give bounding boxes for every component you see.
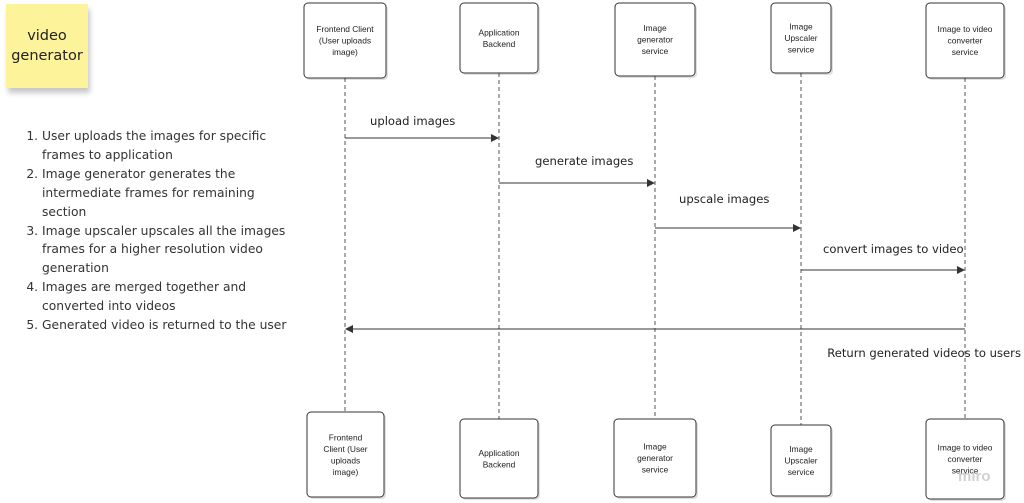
actor-label-line: Image: [789, 444, 813, 454]
actor-label-line: Image: [789, 22, 813, 32]
message-frontend-to-backend[interactable]: upload images: [345, 114, 499, 142]
miro-watermark: miro: [958, 468, 991, 485]
actor-label-line: Client (User: [323, 444, 367, 454]
actor-box-rect: [306, 411, 385, 498]
actor-box-rect: [459, 418, 539, 499]
actor-label-line: service: [788, 467, 815, 477]
step-item: Generated video is returned to the user: [42, 316, 298, 335]
sticky-note-line-1: video: [27, 28, 67, 44]
steps-list: User uploads the images for specific fra…: [8, 127, 298, 335]
actor-label-line: generator: [637, 453, 673, 463]
actor-box-rect: [925, 418, 1005, 500]
actor-label-line: Frontend Client: [316, 24, 374, 34]
step-item: User uploads the images for specific fra…: [42, 127, 298, 165]
actor-box-rect: [614, 2, 696, 77]
actor-label-line: Application: [479, 27, 520, 37]
actor-label-line: Application: [479, 448, 520, 458]
message-upscaler-to-converter[interactable]: convert images to video: [801, 242, 965, 274]
message-label: convert images to video: [823, 242, 964, 256]
actor-label-line: Image to video: [938, 443, 993, 453]
actor-label-line: service: [642, 465, 669, 475]
actor-box-rect: [925, 2, 1005, 79]
actor-label-line: (User uploads: [319, 36, 371, 46]
actor-label-line: generator: [637, 35, 673, 45]
step-item: Image generator generates the intermedia…: [42, 165, 298, 222]
actor-label-line: Upscaler: [784, 33, 817, 43]
actor-label-line: image): [332, 47, 358, 57]
actor-label-line: Image to video: [938, 24, 993, 34]
actor-label-line: image): [333, 467, 359, 477]
sticky-note-line-2: generator: [11, 48, 83, 64]
actor-box-rect: [303, 2, 387, 79]
actor-label-line: service: [952, 466, 979, 476]
actor-box-rect: [459, 2, 539, 74]
message-label: generate images: [535, 154, 633, 168]
actor-box-rect: [613, 418, 697, 498]
message-label: upscale images: [679, 192, 769, 206]
sticky-note[interactable]: video generator: [6, 4, 88, 88]
actor-label-line: Frontend: [329, 432, 363, 442]
message-generator-to-upscaler[interactable]: upscale images: [655, 192, 801, 232]
actor-label-line: Backend: [483, 39, 516, 49]
message-backend-to-generator[interactable]: generate images: [499, 154, 655, 187]
actor-label-line: service: [642, 46, 669, 56]
actor-box-rect: [770, 2, 832, 74]
actor-label-line: Image: [643, 442, 667, 452]
actor-label-line: service: [788, 45, 815, 55]
actor-label-line: uploads: [331, 455, 360, 465]
actor-label-line: Upscaler: [784, 456, 817, 466]
actor-label-line: converter: [948, 36, 983, 46]
step-item: Images are merged together and converted…: [42, 278, 298, 316]
step-item: Image upscaler upscales all the images f…: [42, 222, 298, 279]
actor-label-line: Backend: [483, 459, 516, 469]
message-converter-to-frontend[interactable]: Return generated videos to users: [345, 325, 1021, 360]
actor-label-line: service: [952, 47, 979, 57]
actor-label-line: converter: [948, 454, 983, 464]
actor-box-rect: [770, 424, 832, 497]
message-label: upload images: [370, 114, 455, 128]
actor-label-line: Image: [643, 23, 667, 33]
message-label: Return generated videos to users: [827, 346, 1021, 360]
